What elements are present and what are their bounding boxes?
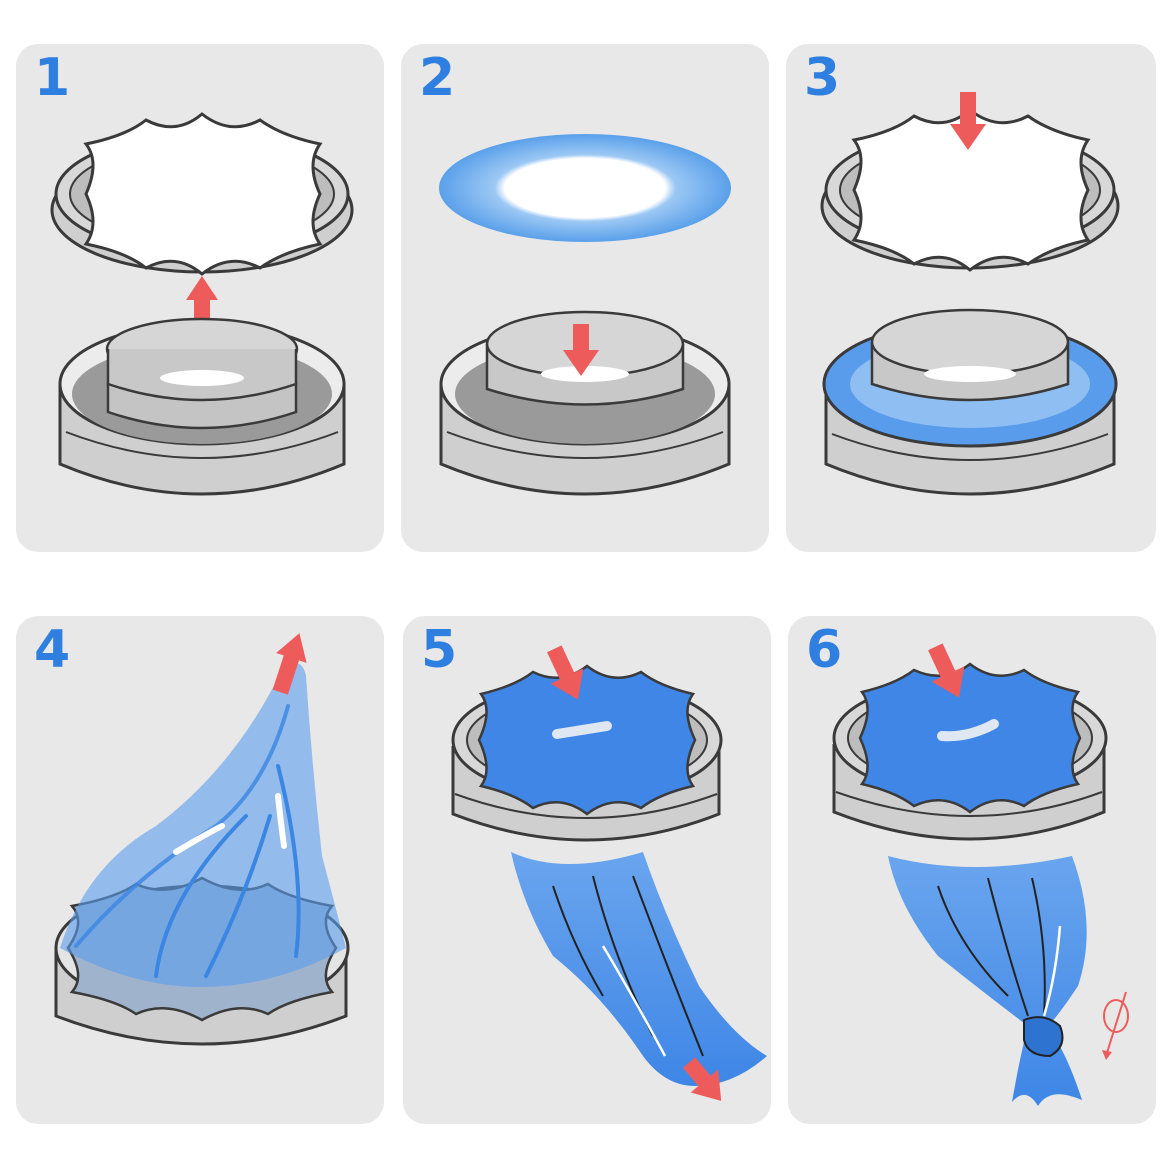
step-number: 1 bbox=[34, 48, 71, 108]
arrow-down-icon bbox=[563, 324, 599, 376]
step-panel-4: 4 bbox=[16, 616, 384, 1124]
step-6-illustration bbox=[832, 643, 1129, 1106]
step-3-illustration bbox=[820, 92, 1120, 496]
lid bbox=[820, 108, 1120, 272]
step-number: 6 bbox=[806, 620, 843, 680]
container bbox=[58, 317, 346, 496]
twist-icon bbox=[1102, 991, 1129, 1060]
arrow-up-icon bbox=[272, 633, 307, 695]
step-1-illustration bbox=[50, 112, 354, 496]
step-panel-3: 3 bbox=[786, 44, 1156, 552]
plastic-bag bbox=[511, 852, 767, 1086]
arrow-down-icon bbox=[928, 643, 965, 698]
container bbox=[439, 310, 731, 496]
step-2-illustration bbox=[439, 134, 731, 496]
arrow-down-icon bbox=[950, 92, 986, 150]
plastic-bag bbox=[888, 856, 1087, 1106]
arrow-down-right-icon bbox=[682, 1057, 722, 1101]
step-4-illustration bbox=[54, 633, 350, 1046]
arrow-down-icon bbox=[547, 645, 584, 700]
lid bbox=[832, 662, 1108, 841]
step-number: 4 bbox=[34, 620, 71, 680]
step-panel-6: 6 bbox=[788, 616, 1156, 1124]
step-number: 5 bbox=[421, 620, 458, 680]
step-number: 2 bbox=[419, 48, 456, 108]
step-5-illustration bbox=[451, 645, 767, 1101]
lid bbox=[451, 664, 723, 842]
container-with-bag bbox=[822, 308, 1118, 496]
step-number: 3 bbox=[804, 48, 841, 108]
bag-knot bbox=[1023, 1016, 1064, 1058]
lid-star-opening bbox=[83, 112, 323, 276]
step-panel-5: 5 bbox=[403, 616, 771, 1124]
plastic-bag bbox=[60, 662, 346, 987]
step-panel-2: 2 bbox=[401, 44, 769, 552]
lid bbox=[50, 112, 354, 276]
step-panel-1: 1 bbox=[16, 44, 384, 552]
